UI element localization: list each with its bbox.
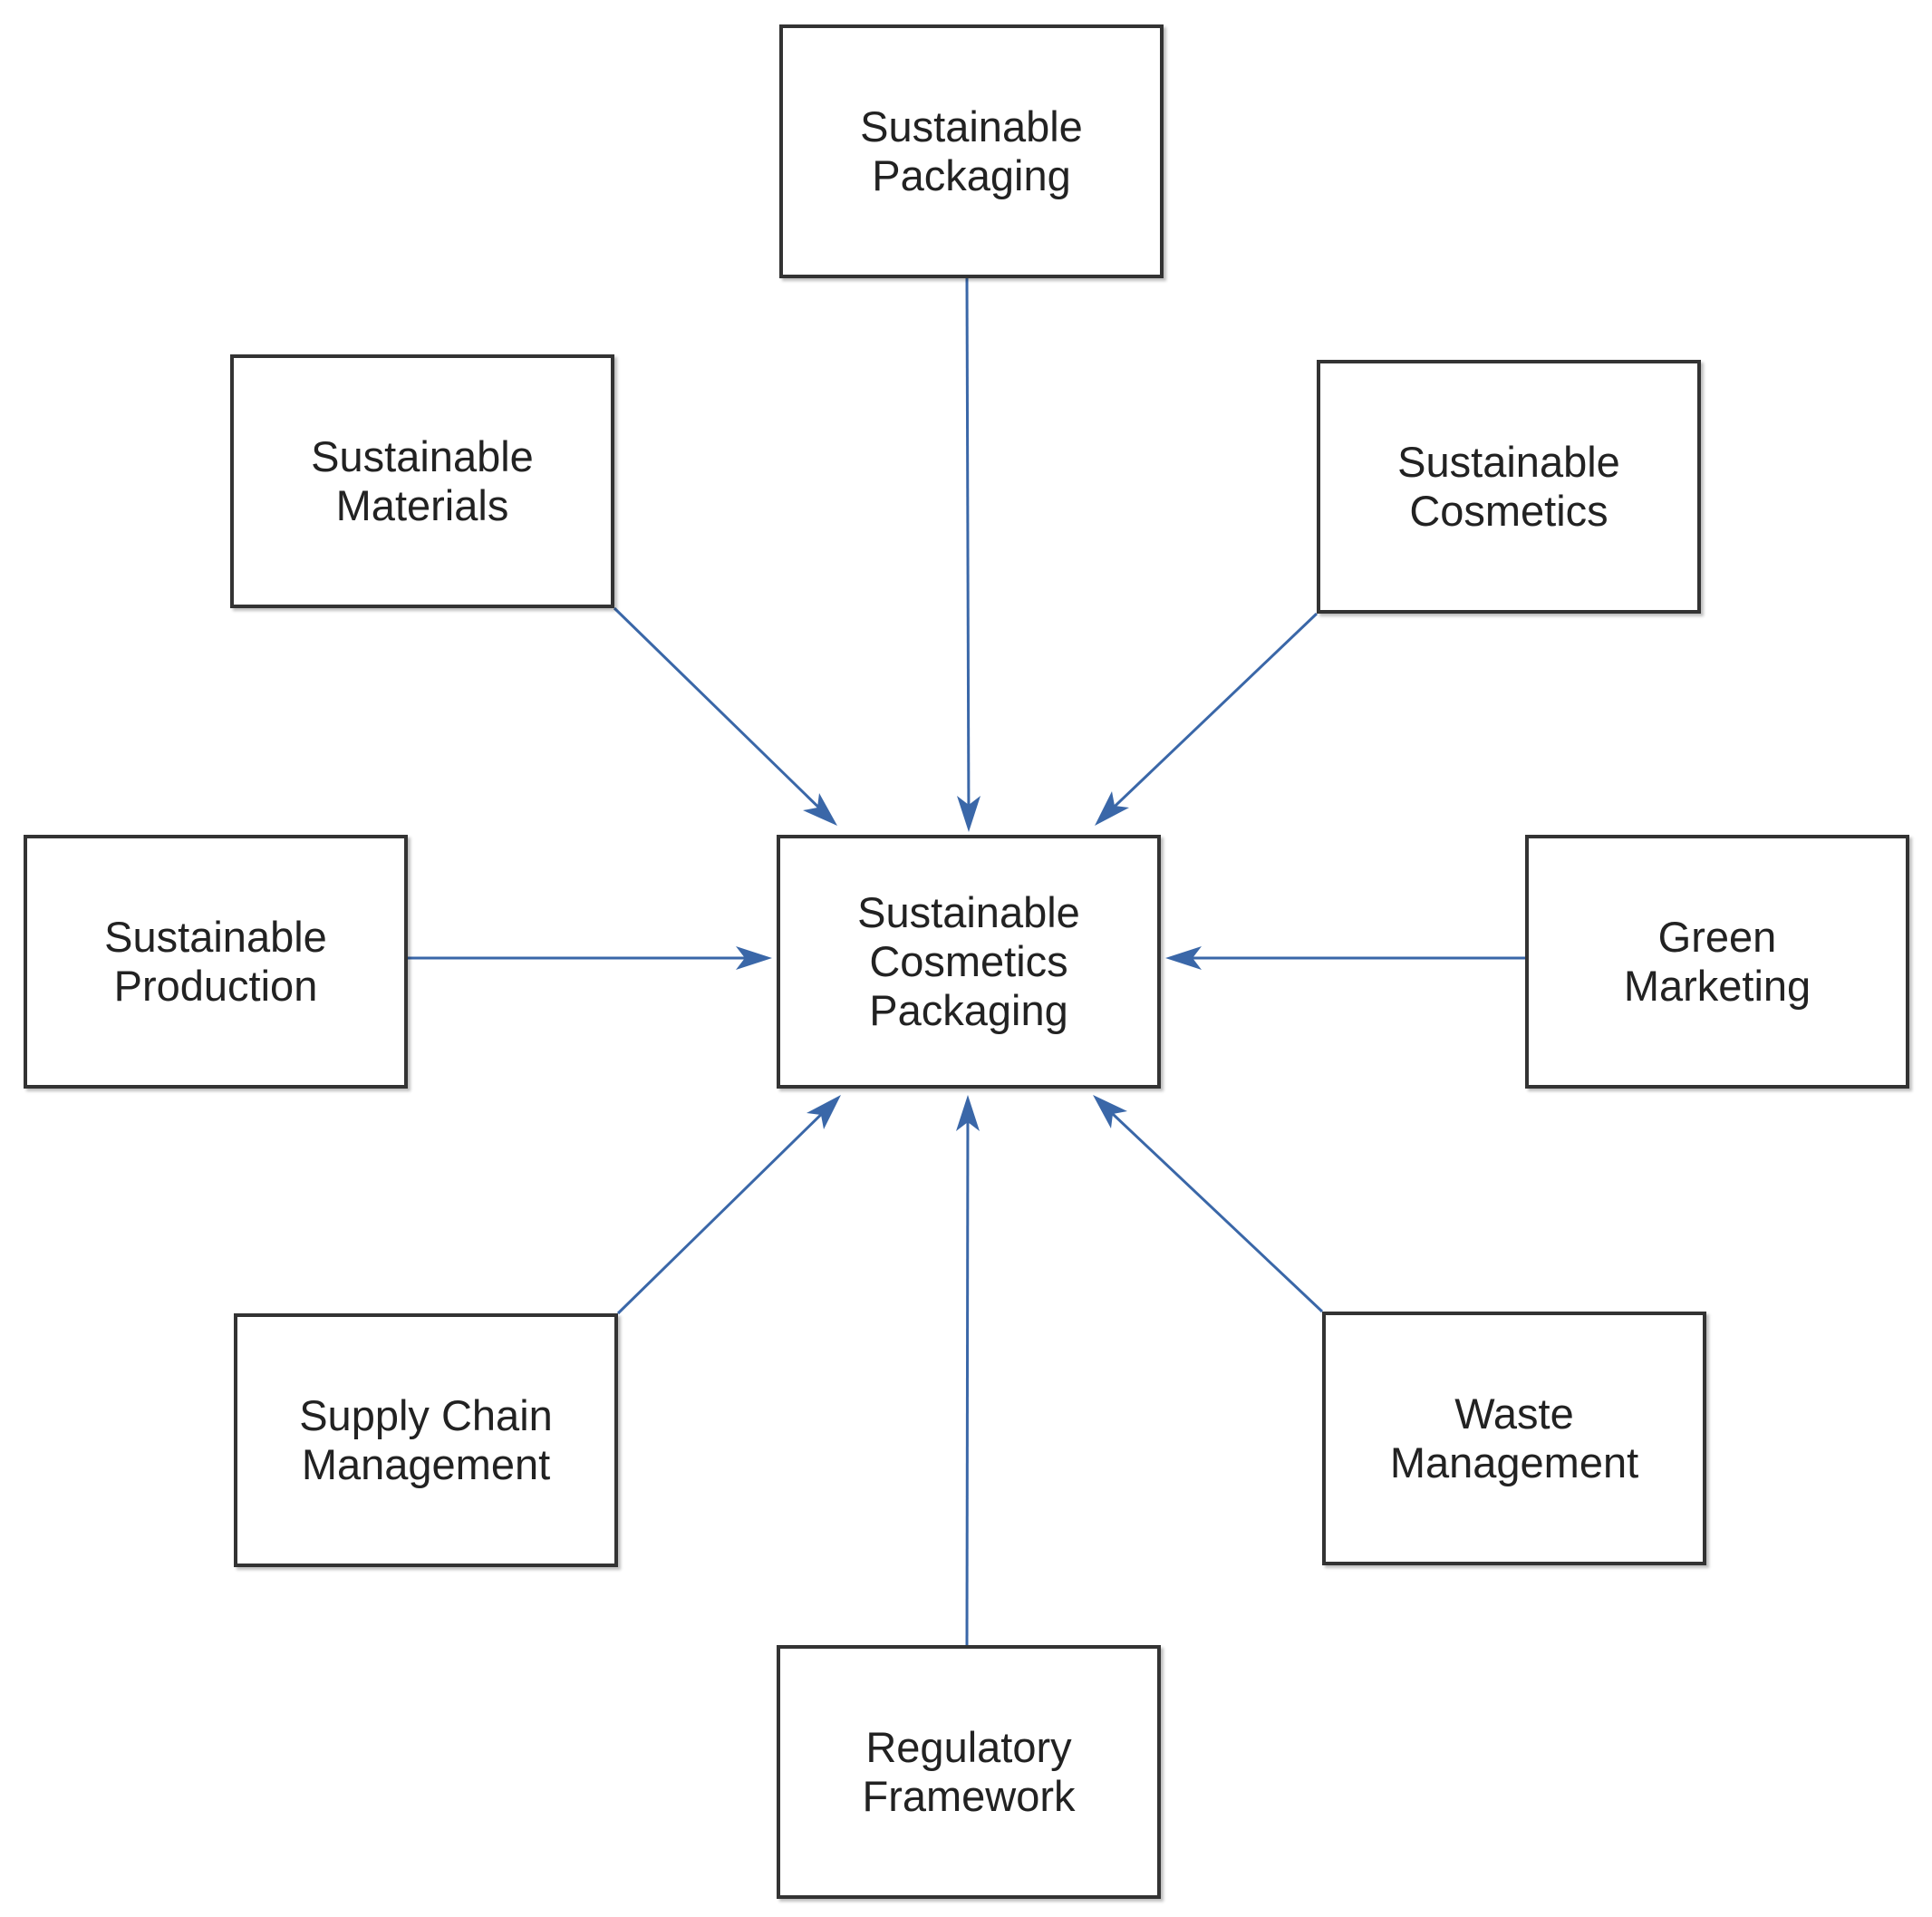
arrowhead-right [1165, 946, 1202, 970]
node-sustainable-packaging: Sustainable Packaging [779, 24, 1164, 278]
arrow-sustainable-materials-to-center [613, 606, 834, 822]
arrow-supply-chain-to-center [616, 1099, 837, 1315]
node-label-line: Packaging [869, 986, 1068, 1034]
node-label-line: Supply Chain [299, 1391, 553, 1439]
node-waste-management: Waste Management [1322, 1312, 1706, 1565]
arrow-sustainable-cosmetics-to-center [1098, 612, 1319, 822]
node-label-line: Waste [1454, 1389, 1574, 1438]
node-green-marketing: Green Marketing [1525, 835, 1909, 1089]
node-label-line: Regulatory [865, 1723, 1072, 1771]
node-regulatory-framework: Regulatory Framework [777, 1645, 1161, 1899]
node-label-line: Sustainable [1397, 438, 1620, 486]
node-label-line: Marketing [1623, 962, 1811, 1010]
node-sustainable-cosmetics-packaging: Sustainable Cosmetics Packaging [777, 835, 1161, 1089]
arrow-sustainable-packaging-to-center [965, 277, 971, 828]
node-sustainable-production: Sustainable Production [24, 835, 408, 1089]
node-label-line: Management [1389, 1438, 1639, 1486]
node-label-line: Production [113, 962, 318, 1010]
node-label-line: Cosmetics [869, 937, 1068, 985]
node-sustainable-materials: Sustainable Materials [230, 354, 614, 608]
arrow-regulatory-framework-to-center [965, 1099, 970, 1646]
node-label-line: Sustainable [311, 432, 534, 480]
node-label-line: Framework [862, 1772, 1076, 1820]
node-label-line: Cosmetics [1409, 487, 1608, 535]
node-label-line: Packaging [872, 151, 1071, 199]
arrowhead-top-left [803, 793, 837, 826]
node-label-line: Green [1657, 913, 1777, 961]
arrowhead-top [957, 796, 980, 832]
arrowhead-top-right [1095, 791, 1129, 826]
node-sustainable-cosmetics: Sustainable Cosmetics [1317, 360, 1701, 614]
arrowhead-bottom-right [1093, 1095, 1127, 1128]
node-label-line: Sustainable [860, 102, 1083, 150]
node-label-line: Management [301, 1440, 551, 1488]
node-label-line: Materials [335, 481, 509, 529]
arrowhead-bottom-left [807, 1095, 841, 1129]
node-label-line: Sustainable [104, 913, 327, 961]
arrow-waste-management-to-center [1096, 1099, 1324, 1313]
node-supply-chain-management: Supply Chain Management [234, 1313, 618, 1567]
node-label-line: Sustainable [857, 888, 1080, 936]
arrowhead-left [736, 946, 772, 970]
arrowhead-bottom [956, 1095, 980, 1131]
